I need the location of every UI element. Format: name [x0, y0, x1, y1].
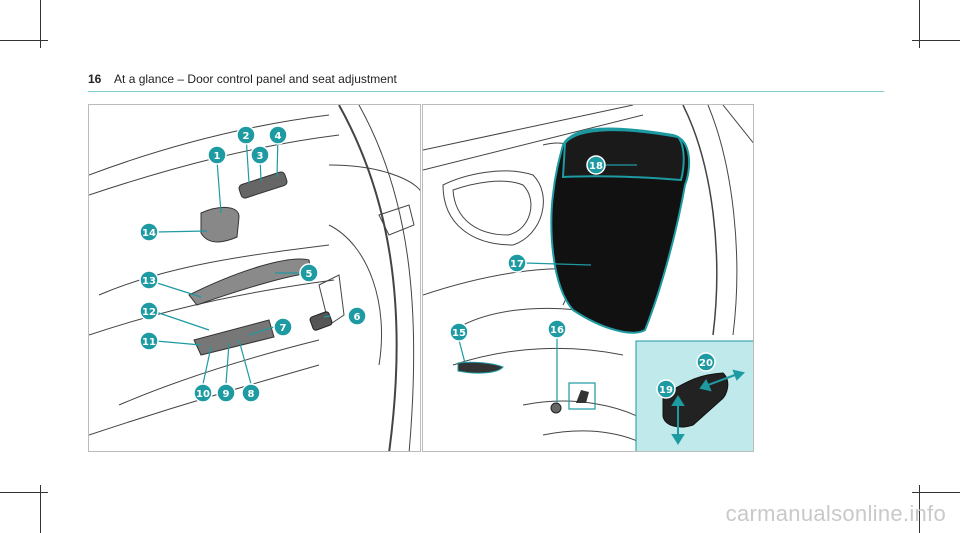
svg-text:6: 6 [354, 312, 361, 323]
callout-17: 17 [507, 253, 527, 273]
page-header: 16 At a glance – Door control panel and … [88, 72, 397, 86]
svg-text:7: 7 [280, 323, 287, 334]
page-number: 16 [88, 72, 102, 86]
svg-text:12: 12 [142, 307, 156, 318]
svg-text:1: 1 [214, 151, 221, 162]
callout-15: 15 [449, 322, 469, 342]
window-switch-panel [193, 319, 275, 356]
callout-4: 4 [268, 125, 288, 145]
callout-5: 5 [299, 263, 319, 283]
svg-text:8: 8 [248, 389, 255, 400]
callout-12: 12 [139, 301, 159, 321]
callout-7: 7 [273, 317, 293, 337]
callout-9: 9 [216, 383, 236, 403]
svg-text:16: 16 [550, 325, 564, 336]
callout-8: 8 [241, 383, 261, 403]
crop-mark [912, 492, 960, 493]
callout-16: 16 [547, 319, 567, 339]
svg-text:20: 20 [699, 358, 713, 369]
seat-memory-buttons [238, 171, 288, 199]
callout-19: 19 [656, 379, 676, 399]
seat-switch-frame [568, 382, 596, 410]
inset-seat-switch [662, 372, 729, 428]
svg-text:3: 3 [257, 151, 264, 162]
callout-18: 18 [586, 155, 606, 175]
crop-mark [40, 0, 41, 48]
callout-20: 20 [696, 352, 716, 372]
callout-3: 3 [250, 145, 270, 165]
door-handle [188, 258, 312, 306]
callout-6: 6 [347, 306, 367, 326]
callout-10: 10 [193, 383, 213, 403]
seat-adjust-switch [200, 207, 240, 243]
svg-text:9: 9 [223, 389, 230, 400]
header-rule [88, 91, 884, 92]
floor-release-lever [457, 361, 504, 374]
svg-text:18: 18 [589, 161, 603, 172]
seat-drawing: 15 16 17 18 19 20 [423, 105, 753, 451]
callout-11: 11 [139, 331, 159, 351]
svg-text:10: 10 [196, 389, 210, 400]
crop-mark [912, 40, 960, 41]
page-title: At a glance – Door control panel and sea… [114, 72, 397, 86]
seat-backrest [550, 127, 691, 334]
crop-mark [919, 485, 920, 533]
door-panel-illustration: 1 2 3 4 5 6 7 8 9 10 11 12 13 14 [88, 104, 421, 452]
callout-2: 2 [236, 125, 256, 145]
svg-text:4: 4 [275, 131, 282, 142]
svg-text:11: 11 [142, 337, 156, 348]
seat-headrest [561, 129, 685, 182]
crop-mark [919, 0, 920, 48]
seat-adjustment-illustration: 15 16 17 18 19 20 [422, 104, 754, 452]
svg-text:17: 17 [510, 259, 524, 270]
svg-text:13: 13 [142, 276, 156, 287]
callout-14: 14 [139, 222, 159, 242]
crop-mark [0, 40, 48, 41]
seat-switch [576, 390, 589, 403]
svg-text:5: 5 [306, 269, 313, 280]
svg-text:15: 15 [452, 328, 466, 339]
crop-mark [0, 492, 48, 493]
crop-mark [40, 485, 41, 533]
callout-13: 13 [139, 270, 159, 290]
svg-text:2: 2 [243, 131, 250, 142]
door-panel-drawing: 1 2 3 4 5 6 7 8 9 10 11 12 13 14 [89, 105, 420, 451]
dashboard-switch [309, 311, 333, 331]
seat-knob [550, 402, 562, 414]
svg-text:19: 19 [659, 385, 673, 396]
svg-text:14: 14 [142, 228, 156, 239]
watermark: carmanualsonline.info [725, 501, 946, 526]
callout-1: 1 [207, 145, 227, 165]
